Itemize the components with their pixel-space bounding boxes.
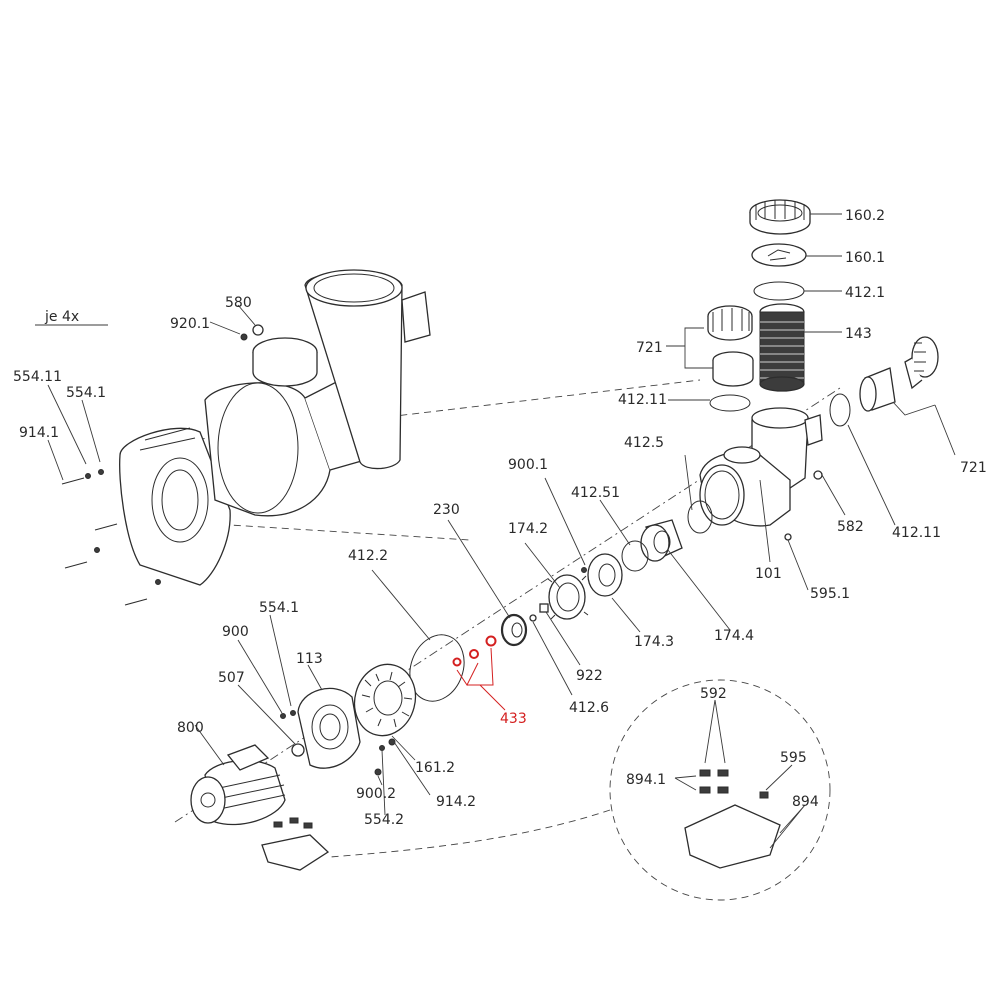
- label-894: 894: [792, 794, 819, 810]
- label-554-1-upper: 554.1: [66, 385, 106, 401]
- plug-580: [252, 324, 264, 336]
- o-ring-412-51: [621, 540, 649, 572]
- intermediate-casing-113: [297, 687, 361, 769]
- union-nut-721-upper: [707, 305, 753, 341]
- lid-160-1: [751, 243, 807, 267]
- label-721-right: 721: [960, 460, 987, 476]
- label-900-1: 900.1: [508, 457, 548, 473]
- label-412-1: 412.1: [845, 285, 885, 301]
- washer-554-1-lower: [290, 710, 296, 716]
- screw-900: [280, 713, 286, 719]
- pump-casing-flange: [119, 427, 231, 586]
- o-ring-412-5: [687, 500, 713, 534]
- label-554-11: 554.11: [13, 369, 62, 385]
- bolts-914-1: [61, 469, 161, 606]
- label-174-4: 174.4: [714, 628, 754, 644]
- label-800: 800: [177, 720, 204, 736]
- label-230: 230: [433, 502, 460, 518]
- motor-800: [190, 744, 286, 826]
- label-900: 900: [222, 624, 249, 640]
- part-labels: je 4x 160.2 160.1 412.1 143 721 721 412.…: [13, 208, 987, 828]
- label-914-2: 914.2: [436, 794, 476, 810]
- union-pipe-721-right: [859, 367, 896, 412]
- label-580: 580: [225, 295, 252, 311]
- label-412-11-left: 412.11: [618, 392, 667, 408]
- label-160-1: 160.1: [845, 250, 885, 266]
- o-ring-412-1: [753, 281, 805, 301]
- housing-flange-axis: [149, 379, 701, 446]
- label-412-2: 412.2: [348, 548, 388, 564]
- pump-casing: [204, 269, 431, 517]
- label-412-11-right: 412.11: [892, 525, 941, 541]
- slinger-507: [291, 743, 305, 757]
- strainer-housing-101: [699, 407, 823, 527]
- screw-914-2: [388, 738, 396, 746]
- label-554-1-lower: 554.1: [259, 600, 299, 616]
- union-pipe-721-lower: [712, 351, 754, 387]
- impeller-230: [500, 613, 528, 647]
- label-174-2: 174.2: [508, 521, 548, 537]
- leader-lines: [47, 213, 956, 849]
- label-113: 113: [296, 651, 323, 667]
- label-507: 507: [218, 670, 245, 686]
- label-721-left: 721: [636, 340, 663, 356]
- label-894-1: 894.1: [626, 772, 666, 788]
- label-582: 582: [837, 519, 864, 535]
- label-143: 143: [845, 326, 872, 342]
- label-595: 595: [780, 750, 807, 766]
- washer-595-1: [784, 533, 792, 541]
- label-412-6: 412.6: [569, 700, 609, 716]
- union-nut-721-right: [904, 336, 939, 390]
- label-160-2: 160.2: [845, 208, 885, 224]
- mechanical-seal-433: [452, 635, 497, 667]
- label-920-1: 920.1: [170, 316, 210, 332]
- label-592: 592: [700, 686, 727, 702]
- plug-582: [813, 470, 823, 480]
- label-595-1: 595.1: [810, 586, 850, 602]
- o-ring-412-6: [529, 614, 537, 622]
- detail-callout-circle: [609, 679, 831, 901]
- detail-callout-leader: [329, 809, 611, 858]
- label-914-1: 914.1: [19, 425, 59, 441]
- label-412-51: 412.51: [571, 485, 620, 501]
- note-label: je 4x: [44, 309, 79, 325]
- o-ring-412-11-left: [709, 394, 751, 412]
- screw-900-2: [374, 768, 382, 776]
- label-412-5: 412.5: [624, 435, 664, 451]
- seal-plate-161-2: [353, 663, 417, 737]
- label-433-highlight: 433: [500, 711, 527, 727]
- motor-foot-894-detail: [684, 769, 781, 869]
- label-161-2: 161.2: [415, 760, 455, 776]
- impeller-nut-922: [539, 603, 549, 613]
- label-174-3: 174.3: [634, 634, 674, 650]
- o-ring-412-11-right: [829, 393, 851, 427]
- screw-900-1: [581, 567, 587, 573]
- label-922: 922: [576, 668, 603, 684]
- washer-554-2: [379, 745, 385, 751]
- o-ring-920-1: [240, 333, 248, 341]
- lid-ring-160-2: [749, 199, 811, 235]
- wear-plate-174-3: [587, 553, 623, 597]
- label-101: 101: [755, 566, 782, 582]
- motor-foot-894-small: [261, 817, 330, 871]
- strainer-basket-143: [759, 303, 805, 392]
- label-554-2: 554.2: [364, 812, 404, 828]
- guide-ring-174-2: [547, 574, 589, 620]
- label-900-2: 900.2: [356, 786, 396, 802]
- diffuser-174-4: [640, 519, 683, 562]
